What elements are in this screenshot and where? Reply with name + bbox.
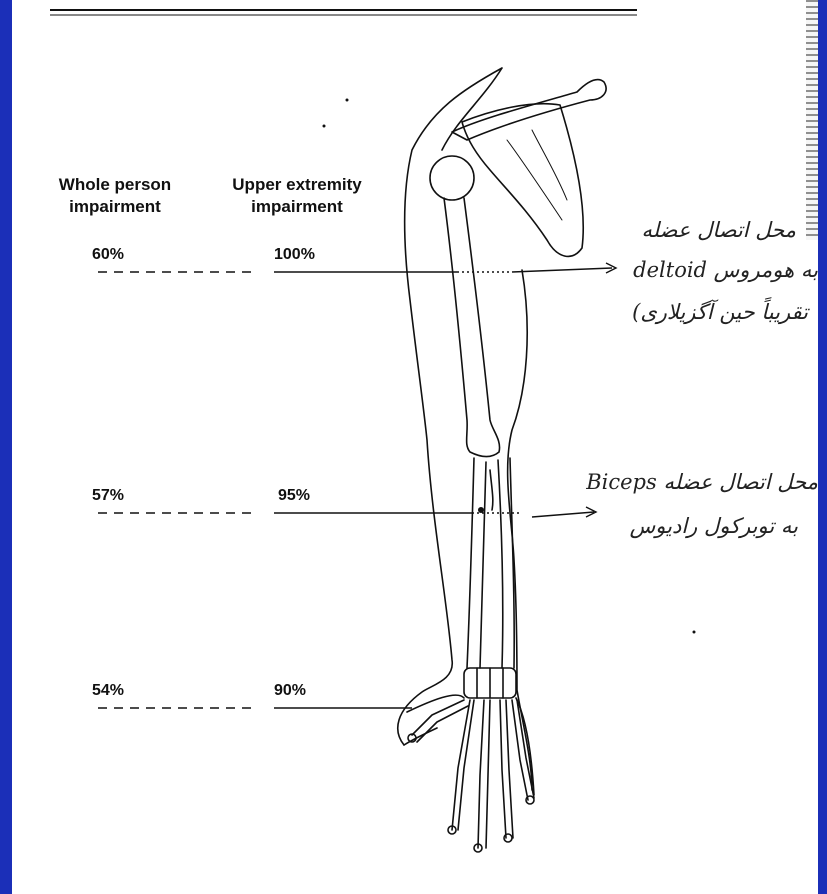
humeral-head <box>430 156 474 200</box>
scan-edge-artifact <box>806 0 818 240</box>
header-whole-person: Whole person impairment <box>40 174 190 218</box>
header-upper-extremity-text: Upper extremity impairment <box>208 174 386 218</box>
clavicle <box>452 80 606 140</box>
arm-outline <box>398 68 502 745</box>
biceps-note-line-1: محل اتصال عضله Biceps <box>586 470 818 494</box>
deltoid-note-line-2: به هومروس deltoid <box>633 258 818 282</box>
scanned-page: Whole person impairment Upper extremity … <box>12 0 818 894</box>
whole-person-value-2: 57% <box>92 487 124 505</box>
biceps-note-line-2: به توبرکول رادیوس <box>630 514 798 538</box>
deltoid-note-line-1: محل اتصال عضله <box>641 218 796 242</box>
upper-extremity-value-3: 90% <box>274 682 306 700</box>
arm-diagram <box>12 0 818 894</box>
humerus <box>444 198 500 457</box>
header-upper-extremity: Upper extremity impairment <box>208 174 386 218</box>
upper-extremity-value-2: 95% <box>278 487 310 505</box>
arm-outline-right <box>508 270 532 790</box>
upper-extremity-value-1: 100% <box>274 246 315 264</box>
header-whole-person-text: Whole person impairment <box>40 174 190 218</box>
whole-person-value-3: 54% <box>92 682 124 700</box>
finger-bones <box>408 700 534 852</box>
whole-person-value-1: 60% <box>92 246 124 264</box>
deltoid-note-line-3: تقریباً حین آگزیلاری) <box>632 300 808 324</box>
forearm-bones <box>467 458 514 668</box>
scapula <box>462 104 583 257</box>
